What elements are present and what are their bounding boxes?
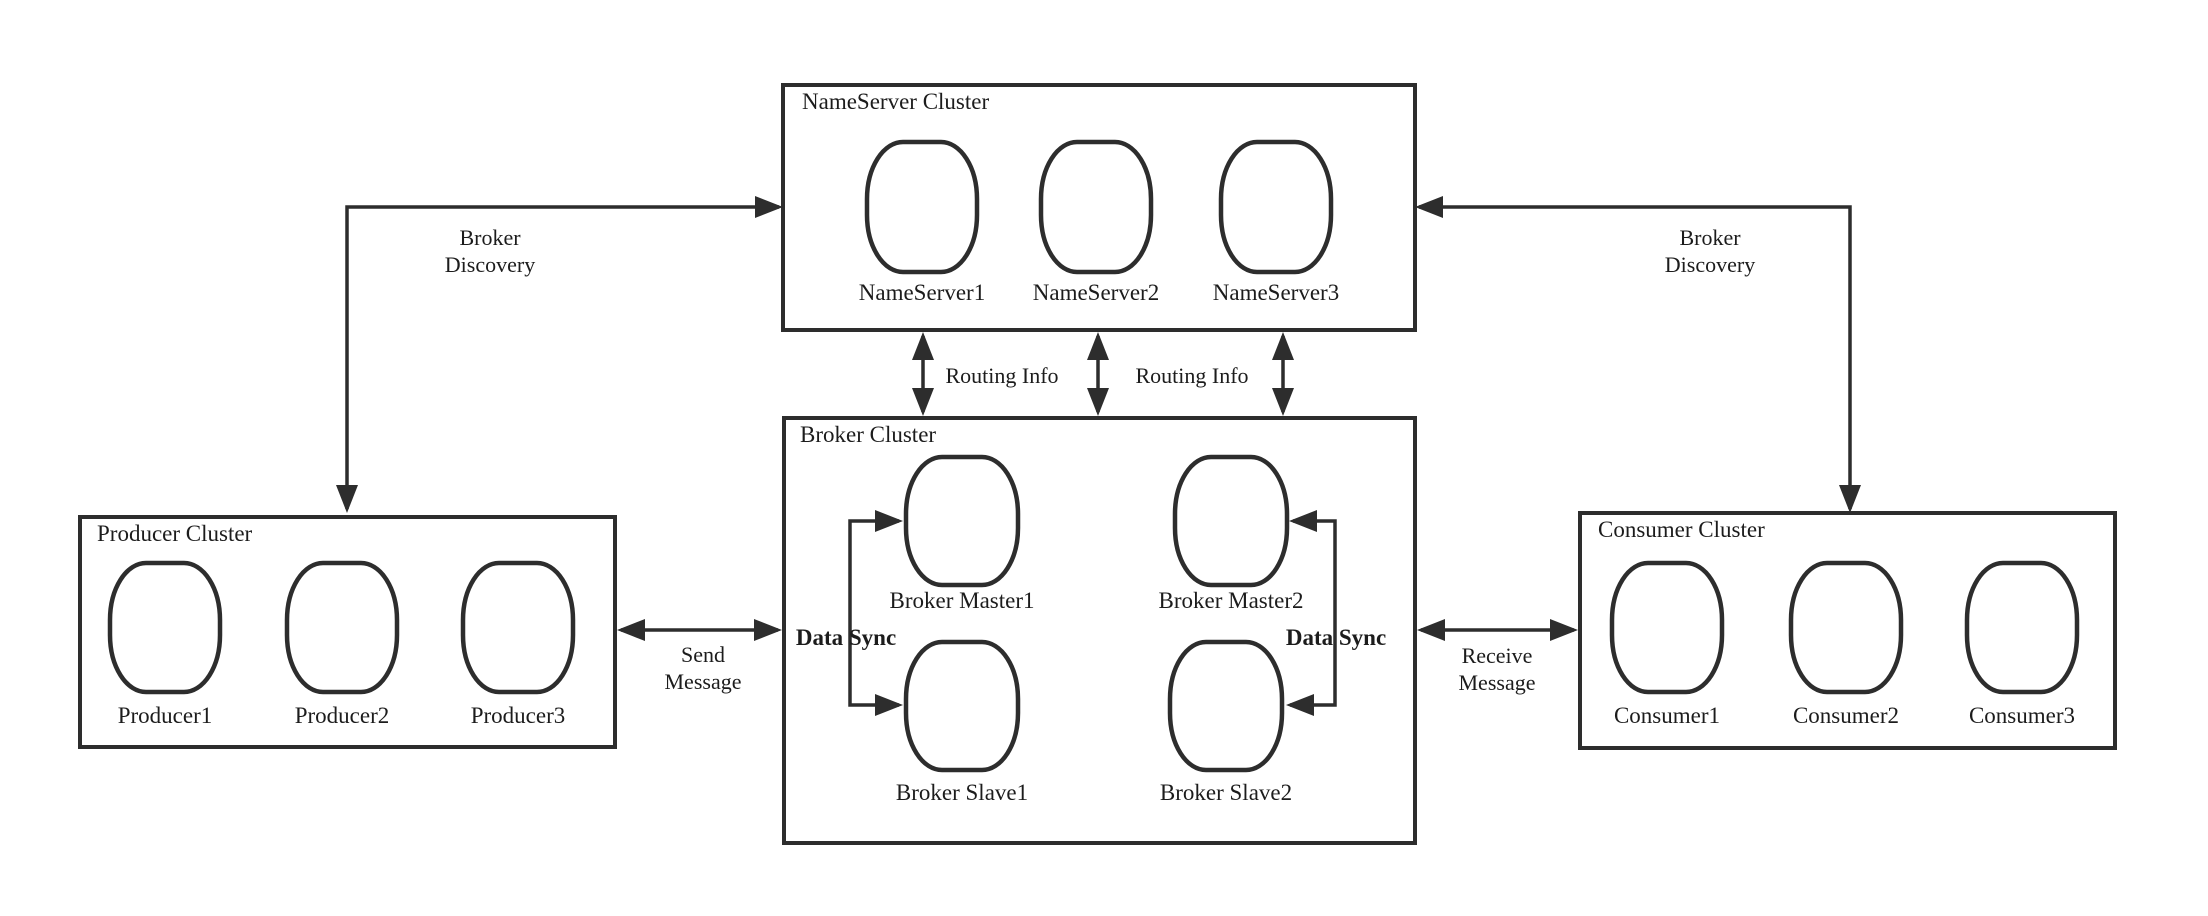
- producer1-label: Producer1: [118, 703, 213, 728]
- routing-arrow-2-head-down: [1087, 388, 1109, 416]
- broker-cluster: Broker Cluster Broker Master1 Broker Mas…: [782, 416, 1417, 845]
- nameserver2-node: [1038, 139, 1154, 275]
- routing-arrow-2-head-up: [1087, 332, 1109, 360]
- data-sync-left-edge: Data Sync: [796, 510, 903, 716]
- broker-discovery-right-edge: Broker Discovery: [1415, 196, 1861, 513]
- nameserver-cluster: NameServer Cluster NameServer1 NameServe…: [781, 83, 1417, 332]
- arrowhead-into-master1: [875, 510, 903, 532]
- broker-master2-label: Broker Master2: [1159, 588, 1304, 613]
- broker-slave2-node: [1167, 639, 1285, 773]
- nameserver2-label: NameServer2: [1033, 280, 1159, 305]
- data-sync-right-edge: Data Sync: [1286, 510, 1386, 716]
- producer3-node: [460, 560, 576, 695]
- producer-cluster-title: Producer Cluster: [97, 521, 253, 546]
- receive-message-edge: Receive Message: [1417, 619, 1578, 695]
- broker-discovery-left-label-line1: Broker: [459, 225, 521, 250]
- data-sync-left-line: [848, 519, 899, 707]
- broker-discovery-right-label-line2: Discovery: [1665, 252, 1755, 277]
- routing-info-label-2: Routing Info: [1135, 363, 1248, 388]
- routing-arrow-1-head-up: [912, 332, 934, 360]
- producer2-label: Producer2: [295, 703, 390, 728]
- producer-cluster: Producer Cluster Producer1 Producer2 Pro…: [78, 515, 617, 749]
- broker-discovery-right-line: [1419, 205, 1852, 509]
- producer3-label: Producer3: [471, 703, 566, 728]
- arrowhead-into-slave1: [875, 694, 903, 716]
- broker-discovery-left-edge: Broker Discovery: [336, 196, 783, 513]
- receive-message-label-line1: Receive: [1462, 643, 1533, 668]
- nameserver3-node: [1218, 139, 1334, 275]
- arrowhead-into-broker-right: [1417, 619, 1445, 641]
- routing-arrow-3-head-down: [1272, 388, 1294, 416]
- routing-info-label-1: Routing Info: [945, 363, 1058, 388]
- arrowhead-into-consumer-left: [1550, 619, 1578, 641]
- broker-master2-node: [1172, 454, 1290, 588]
- consumer-cluster-title: Consumer Cluster: [1598, 517, 1765, 542]
- consumer3-label: Consumer3: [1969, 703, 2075, 728]
- broker-slave1-node: [903, 639, 1021, 773]
- consumer1-node: [1609, 560, 1725, 695]
- broker-slave1-label: Broker Slave1: [896, 780, 1028, 805]
- arrowhead-into-master2: [1289, 510, 1317, 532]
- arrowhead-into-producer-right: [617, 619, 645, 641]
- routing-arrow-3-head-up: [1272, 332, 1294, 360]
- producer2-node: [284, 560, 400, 695]
- broker-master1-node: [903, 454, 1021, 588]
- broker-slave2-label: Broker Slave2: [1160, 780, 1292, 805]
- nameserver3-label: NameServer3: [1213, 280, 1339, 305]
- broker-discovery-left-line: [345, 205, 779, 509]
- nameserver1-label: NameServer1: [859, 280, 985, 305]
- arrowhead-into-consumer-top: [1839, 485, 1861, 513]
- consumer2-label: Consumer2: [1793, 703, 1899, 728]
- broker-master1-label: Broker Master1: [890, 588, 1035, 613]
- nameserver-cluster-title: NameServer Cluster: [802, 89, 989, 114]
- data-sync-right-label: Data Sync: [1286, 625, 1386, 650]
- broker-cluster-title: Broker Cluster: [800, 422, 936, 447]
- consumer-cluster: Consumer Cluster Consumer1 Consumer2 Con…: [1578, 511, 2117, 750]
- producer1-node: [107, 560, 223, 695]
- broker-cluster-box: [782, 416, 1417, 845]
- routing-info-edges: Routing Info Routing Info: [912, 332, 1294, 416]
- consumer3-node: [1964, 560, 2080, 695]
- send-message-label-line1: Send: [681, 642, 725, 667]
- consumer2-node: [1788, 560, 1904, 695]
- arrowhead-into-slave2: [1286, 694, 1314, 716]
- receive-message-label-line2: Message: [1459, 670, 1536, 695]
- broker-discovery-left-label-line2: Discovery: [445, 252, 535, 277]
- broker-discovery-right-label-line1: Broker: [1679, 225, 1741, 250]
- arrowhead-into-nameserver-left: [755, 196, 783, 218]
- consumer1-label: Consumer1: [1614, 703, 1720, 728]
- send-message-edge: Send Message: [617, 619, 782, 694]
- send-message-label-line2: Message: [665, 669, 742, 694]
- arrowhead-into-broker-left: [754, 619, 782, 641]
- data-sync-left-label: Data Sync: [796, 625, 896, 650]
- arrowhead-into-producer-top: [336, 485, 358, 513]
- arrowhead-into-nameserver-right: [1415, 196, 1443, 218]
- routing-arrow-1-head-down: [912, 388, 934, 416]
- nameserver1-node: [864, 139, 980, 275]
